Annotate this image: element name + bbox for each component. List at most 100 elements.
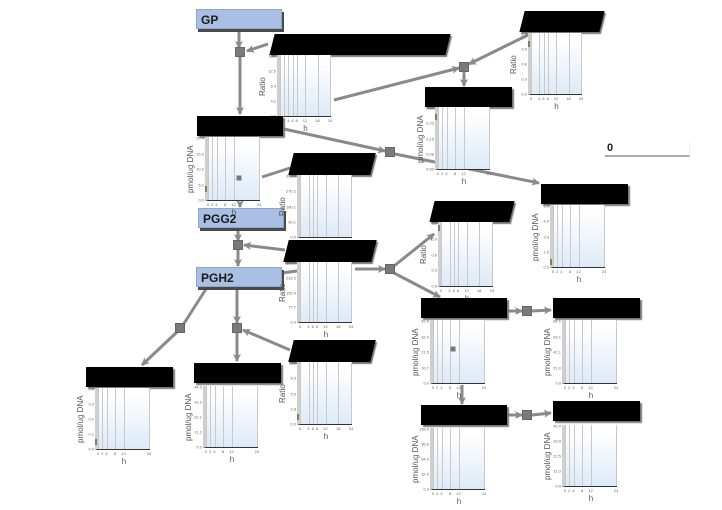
- chart-header[interactable]: [429, 201, 515, 222]
- chart-header[interactable]: [283, 240, 377, 262]
- reaction-junction[interactable]: [385, 264, 395, 274]
- gridline: [300, 362, 301, 424]
- y-tick-label: 0.1: [88, 431, 94, 437]
- y-tick-label: 21.5: [421, 349, 429, 355]
- chart-header[interactable]: [421, 405, 507, 425]
- x-tick-label: 0: [206, 202, 210, 207]
- y-tick-label: 0.0: [290, 421, 296, 427]
- y-axis-label: Ratio: [258, 76, 267, 96]
- reaction-junction[interactable]: [385, 147, 395, 157]
- reaction-junction[interactable]: [522, 410, 532, 420]
- x-tick-label: 4: [307, 324, 310, 329]
- y-tick-label: 20.4: [196, 135, 204, 141]
- chart-header[interactable]: [197, 116, 283, 136]
- x-tick-label: 18: [336, 426, 341, 431]
- y-axis-label: Ratio: [278, 384, 287, 403]
- gridline: [351, 262, 352, 322]
- chart-header[interactable]: [288, 153, 376, 175]
- chart-header[interactable]: [541, 184, 628, 204]
- gridline: [106, 388, 108, 449]
- chart-header[interactable]: [86, 367, 173, 387]
- gridline: [582, 320, 583, 383]
- y-tick-label: 0.0: [423, 486, 429, 492]
- gridline: [308, 262, 310, 322]
- gridline: [312, 362, 314, 424]
- x-tick-label: 0: [436, 171, 440, 176]
- chart-header[interactable]: [553, 298, 640, 318]
- y-tick-label: 0.0: [290, 234, 296, 240]
- chart-header[interactable]: [269, 34, 451, 55]
- x-tick-label: 0: [563, 488, 567, 493]
- x-tick-label: 24: [613, 488, 619, 493]
- gridline: [590, 320, 592, 383]
- x-tick-label: 0: [431, 385, 435, 390]
- x-tick-label: 24: [327, 118, 333, 123]
- node-pgg2[interactable]: PGG2: [198, 208, 284, 228]
- chart-header[interactable]: [194, 363, 281, 383]
- chart-header[interactable]: [553, 401, 640, 421]
- gridline: [338, 262, 340, 322]
- x-axis-label: h: [456, 391, 462, 400]
- x-axis-label: h: [303, 124, 308, 133]
- y-axis-label: pmol/ug DNA: [531, 212, 540, 261]
- x-tick-label: 4: [440, 385, 443, 390]
- reaction-junction[interactable]: [459, 62, 469, 72]
- reaction-junction[interactable]: [175, 323, 185, 333]
- gridline: [582, 425, 583, 486]
- y-tick-label: 180.1: [285, 204, 296, 209]
- chart-header[interactable]: [519, 11, 605, 32]
- gridline: [292, 55, 294, 116]
- gridline: [208, 137, 209, 200]
- x-tick-label: 24: [348, 426, 354, 431]
- reaction-junction[interactable]: [233, 240, 243, 250]
- x-axis-label: h: [231, 208, 237, 217]
- gridline: [565, 320, 566, 383]
- gridline: [233, 137, 235, 200]
- x-tick-label: 12: [588, 385, 593, 390]
- y-tick-label: 310.9: [285, 260, 296, 266]
- gridline: [312, 262, 314, 322]
- y-tick-label: 0.0: [521, 91, 527, 97]
- chart-header[interactable]: [288, 340, 376, 362]
- gridline: [317, 55, 319, 116]
- y-axis-label: pmol/ug DNA: [543, 328, 552, 376]
- y-axis-label: pmol/ug DNA: [76, 395, 85, 443]
- gridline: [284, 55, 286, 116]
- gridline: [543, 33, 545, 94]
- gridline: [466, 222, 468, 286]
- counter-field[interactable]: 0: [605, 142, 690, 157]
- reaction-junction[interactable]: [235, 47, 245, 57]
- chart-header[interactable]: [421, 298, 507, 318]
- node-gp[interactable]: GP: [196, 9, 282, 29]
- edge: [468, 31, 533, 66]
- edge: [531, 409, 552, 418]
- gridline: [569, 425, 571, 486]
- gridline: [216, 137, 218, 200]
- y-tick-label: 33.8: [553, 438, 561, 444]
- gridline: [442, 107, 444, 169]
- gridline: [433, 428, 434, 489]
- chart-header[interactable]: [425, 87, 512, 107]
- gridline: [484, 320, 485, 383]
- y-tick-label: 8.4: [270, 83, 276, 89]
- x-axis-label: h: [588, 494, 594, 503]
- node-pgh2[interactable]: PGH2: [196, 267, 282, 287]
- y-axis-label: pmol/ug DNA: [186, 145, 195, 193]
- x-tick-label: 0: [529, 96, 533, 101]
- y-tick-label: 33.2: [194, 399, 202, 405]
- reaction-junction[interactable]: [232, 323, 242, 333]
- y-tick-label: 45.0: [553, 423, 561, 429]
- data-point-initial: [205, 186, 207, 193]
- reaction-junction[interactable]: [522, 306, 532, 316]
- gridline: [547, 33, 549, 94]
- gridline: [102, 388, 104, 449]
- x-tick-label: 12: [456, 385, 461, 390]
- edge: [246, 42, 269, 53]
- y-tick-label: 5.1: [198, 182, 204, 187]
